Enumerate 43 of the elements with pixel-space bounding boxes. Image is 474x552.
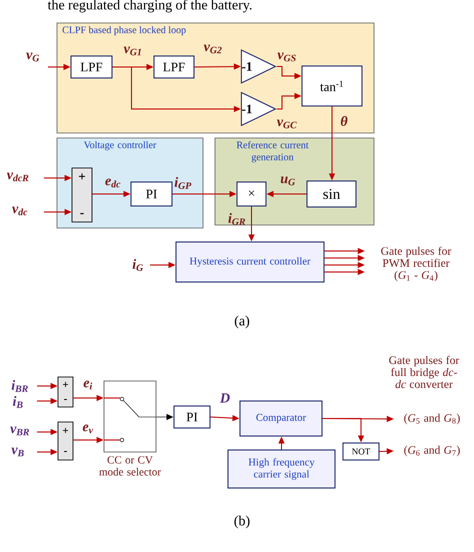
signal-label: v$_{GC}$ [276, 120, 297, 128]
output-label: Gate pulses for PWM rectifier (G$_{1}$ - G$_{4}$) [381, 246, 452, 282]
signal-label: v$_{G2}$ [204, 44, 222, 54]
block-box: NOT [342, 442, 380, 460]
block-box: Hysteresis current controller [176, 242, 324, 282]
node-label: CC or CV mode selector [99, 456, 161, 476]
block-box: LPF [154, 56, 194, 78]
mode-selector-box: CC or CV mode selector [99, 380, 161, 476]
summing-block: + - [58, 376, 74, 408]
block-box: Comparator [240, 400, 322, 436]
signal-label: v$_{B}$ [12, 448, 24, 456]
signal-label: i$_{BR}$ [12, 380, 28, 392]
output-label: (G$_{6}$ and G$_{7}$) [404, 446, 460, 456]
summing-block: + - [72, 168, 92, 222]
signal-label: i$_{G}$ [132, 259, 144, 271]
block-box: PI [174, 406, 210, 428]
block-box: LPF [70, 56, 112, 78]
block-box: PI [130, 182, 172, 206]
block-box: High frequency carrier signal [228, 450, 336, 488]
output-label: (G$_{5}$ and G$_{8}$) [404, 414, 460, 424]
signal-label: v$_{G1}$ [124, 46, 141, 56]
signal-label: e$_{i}$ [84, 380, 92, 390]
subfigure-caption: (b) [234, 516, 250, 528]
summing-block: + - [58, 422, 74, 460]
signal-label: D [220, 393, 230, 403]
block-box: × [236, 182, 266, 206]
signal-label: i$_{B}$ [12, 396, 23, 408]
block-box: sin [306, 180, 356, 208]
output-heading: Gate pulses for full bridge dc-dc converter [389, 356, 460, 388]
signal-label: v$_{BR}$ [10, 426, 30, 436]
block-box: tan$^{-1}$ [302, 66, 362, 106]
signal-label: e$_{dc}$ [105, 178, 120, 188]
signal-label: i$_{GP}$ [174, 177, 192, 189]
body-text: the regulated charging of the battery. [48, 0, 252, 12]
signal-label: i$_{GR}$ [228, 213, 246, 225]
signal-label: v$_{dcR}$ [6, 172, 28, 182]
signal-label: v$_{GS}$ [278, 52, 296, 62]
signal-label: e$_{v}$ [82, 424, 94, 434]
subfigure-caption: (a) [234, 316, 250, 328]
signal-label: u$_{G}$ [280, 176, 296, 186]
signal-label: v$_{G}$ [26, 52, 40, 62]
signal-label: θ [340, 116, 348, 126]
signal-label: v$_{dc}$ [12, 206, 28, 216]
